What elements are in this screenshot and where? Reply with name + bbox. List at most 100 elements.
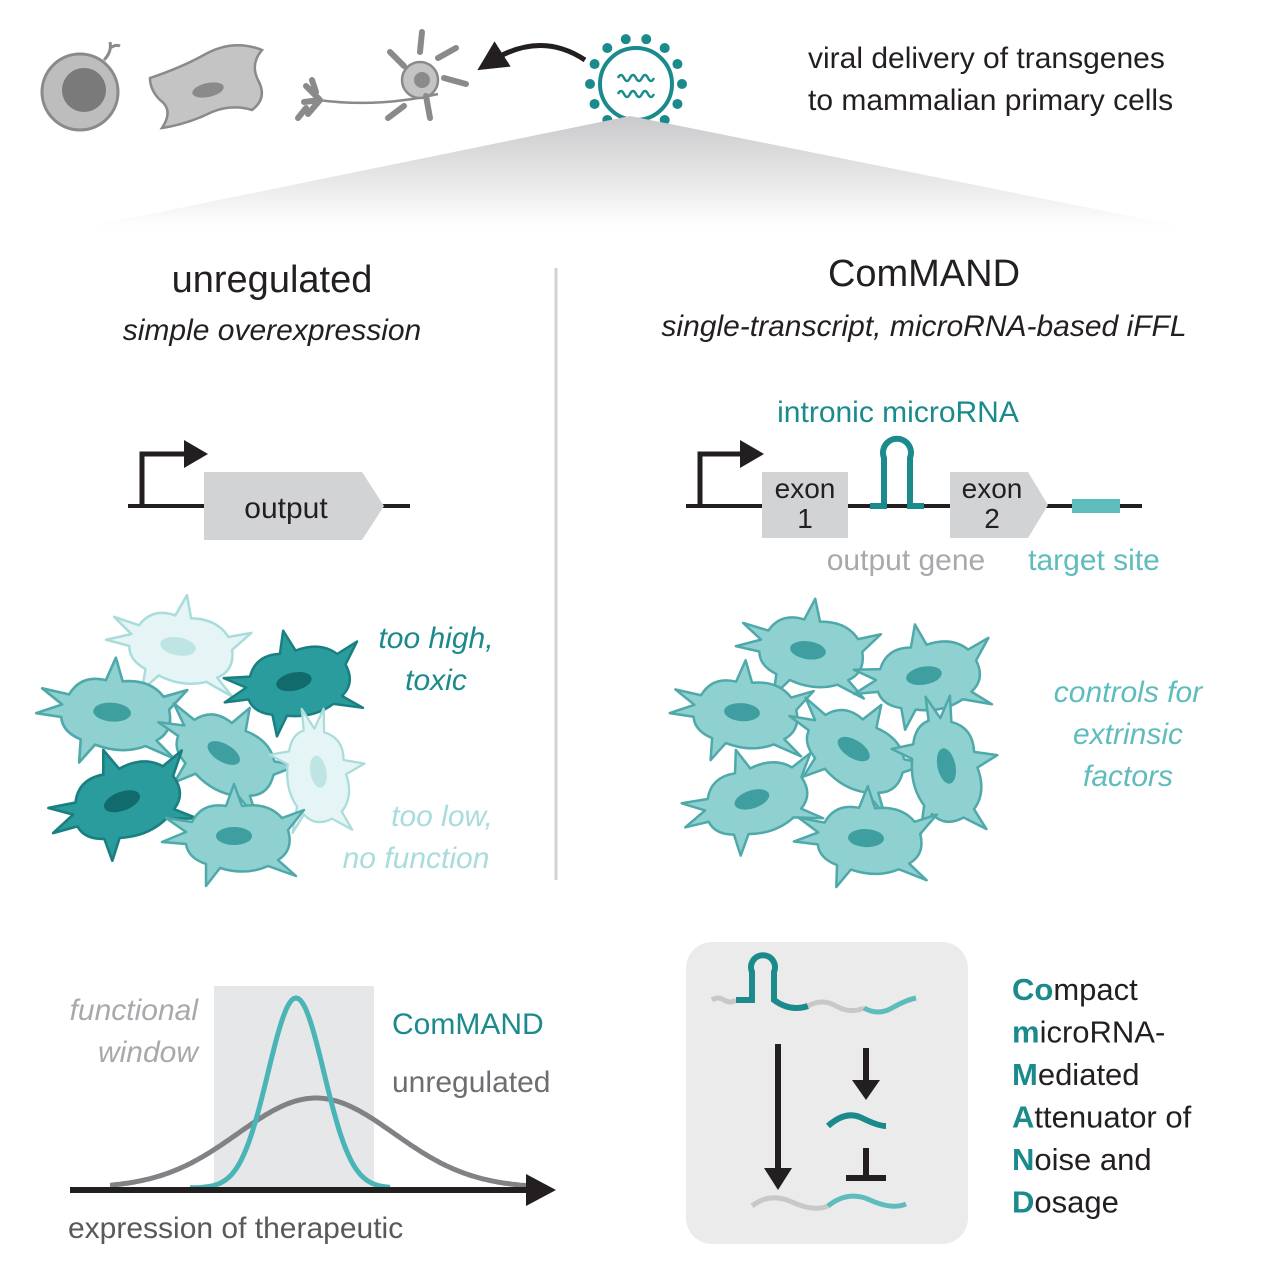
controls-label-line3: factors — [1083, 760, 1173, 793]
cell-icon — [668, 659, 815, 762]
header-cells: viral delivery of transgenes to mammalia… — [40, 29, 1173, 134]
output-gene-label: output — [244, 492, 328, 525]
cell-icon — [852, 623, 994, 732]
acronym-rest: ttenuator of — [1034, 1100, 1191, 1135]
virus-spike — [677, 79, 687, 89]
cell-icon — [104, 593, 253, 698]
fibroblast-icon — [148, 44, 265, 130]
virus-spike — [641, 34, 652, 45]
target-site-caption: target site — [1028, 544, 1160, 577]
mature-mirna — [826, 1112, 887, 1129]
output-gene-box — [204, 472, 384, 540]
unregulated-construct: output — [128, 440, 410, 540]
x-axis-label: expression of therapeutic — [68, 1212, 403, 1245]
cell-icon — [160, 782, 306, 888]
cell-icon — [890, 694, 999, 837]
virus-spike — [589, 59, 600, 70]
unregulated-curve — [109, 1095, 531, 1189]
exon2-box — [950, 472, 1048, 538]
virus-spike — [659, 43, 670, 54]
acronym-rest: oise and — [1034, 1142, 1151, 1177]
exon2-label-line2: 2 — [984, 503, 1000, 534]
acronym-initial: m — [1012, 1015, 1040, 1050]
controls-label-line1: controls for — [1054, 676, 1203, 709]
right-panel-title: ComMAND — [828, 253, 1020, 295]
left-panel-title: unregulated — [172, 259, 373, 301]
cell-icon — [47, 748, 199, 862]
label-too-low-line2: no function — [343, 842, 490, 875]
mrna-grey — [750, 1195, 829, 1211]
virus-icon — [585, 34, 687, 134]
functional-window-label-line1: functional — [70, 994, 200, 1027]
acronym-line: Compact — [1012, 972, 1138, 1007]
command-cell-population — [668, 597, 999, 889]
mechanism-diagram — [686, 942, 968, 1244]
mrna-target — [826, 1193, 907, 1209]
immune-cell-icon — [40, 41, 121, 132]
promoter-arrow — [139, 451, 186, 506]
virus-spike — [672, 98, 683, 109]
distribution-plot: functional window ComMAND unregulated ex… — [68, 986, 556, 1245]
header-caption-line1: viral delivery of transgenes — [808, 42, 1165, 75]
exon1-box — [762, 472, 848, 538]
acronym-initial: N — [1012, 1142, 1034, 1177]
cell-icon — [792, 784, 939, 889]
label-too-high-line2: toxic — [405, 664, 467, 697]
cell-icon — [268, 707, 366, 835]
primary-transcript-target — [862, 995, 917, 1015]
mechanism-panel — [686, 942, 968, 1244]
exon2-label-line1: exon — [962, 473, 1023, 504]
legend-unregulated: unregulated — [392, 1066, 550, 1099]
primary-transcript-grey — [710, 995, 738, 1005]
acronym-rest: osage — [1034, 1185, 1118, 1220]
mirna-hairpin — [870, 435, 924, 509]
neuron-icon — [295, 29, 469, 121]
repression-bar — [846, 1148, 886, 1181]
x-axis-arrowhead — [526, 1174, 556, 1206]
acronym-line: Noise and — [1012, 1142, 1152, 1177]
left-panel-subtitle: simple overexpression — [123, 314, 421, 347]
acronym-initial: M — [1012, 1057, 1038, 1092]
acronym-rest: icroRNA- — [1040, 1015, 1166, 1050]
acronym-initial: A — [1012, 1100, 1034, 1135]
header-caption-line2: to mammalian primary cells — [808, 84, 1173, 117]
acronym-line: microRNA- — [1012, 1015, 1165, 1050]
delivery-arrow — [477, 41, 587, 71]
virus-spike — [589, 98, 600, 109]
acronym-line: Mediated — [1012, 1057, 1140, 1092]
right-panel-subtitle: single-transcript, microRNA-based iFFL — [661, 310, 1186, 343]
intronic-mirna-label: intronic microRNA — [777, 396, 1019, 429]
cell-icon — [788, 696, 929, 818]
acronym-line: Attenuator of — [1012, 1100, 1192, 1135]
primary-transcript-hairpin — [736, 952, 809, 1011]
virus-spike — [602, 43, 613, 54]
cell-icon — [222, 629, 365, 738]
exon1-label-line2: 1 — [797, 503, 813, 534]
acronym-initial: D — [1012, 1185, 1034, 1220]
acronym-rest: ediated — [1038, 1057, 1140, 1092]
acronym-initial: Co — [1012, 972, 1053, 1007]
output-gene-caption: output gene — [827, 544, 985, 577]
zoom-beam — [82, 116, 1190, 228]
primary-transcript-mid — [806, 999, 865, 1014]
promoter-arrow-2 — [697, 451, 742, 506]
cell-icon — [680, 748, 825, 857]
legend-command: ComMAND — [392, 1008, 544, 1041]
virus-spike — [620, 34, 631, 45]
exon1-label-line1: exon — [775, 473, 836, 504]
target-site-box — [1072, 499, 1120, 513]
acronym-line: Dosage — [1012, 1185, 1119, 1220]
unregulated-cell-population — [34, 593, 366, 888]
command-curve — [189, 995, 391, 1191]
command-construct: exon 1 exon 2 — [686, 435, 1142, 538]
functional-window-label-line2: window — [98, 1036, 200, 1069]
label-too-high-line1: too high, — [378, 622, 493, 655]
controls-label-line2: extrinsic — [1073, 718, 1183, 751]
label-too-low-line1: too low, — [391, 800, 493, 833]
acronym-rest: mpact — [1053, 972, 1138, 1007]
virus-spike — [672, 59, 683, 70]
cell-icon — [157, 702, 299, 820]
virus-spike — [585, 79, 595, 89]
